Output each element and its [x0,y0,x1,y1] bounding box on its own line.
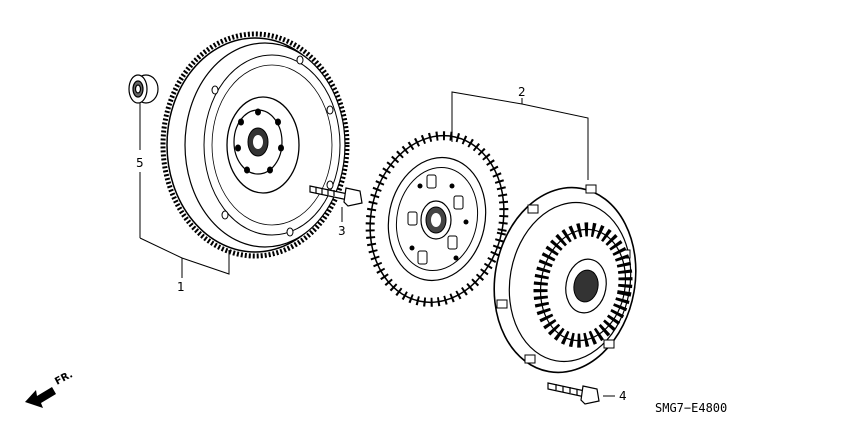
diagram-code: SMG7−E4800 [655,401,727,415]
front-direction-arrow-icon: FR. [25,369,75,408]
clutch-disc-icon [365,131,509,307]
pressure-plate-bolt-icon [547,382,600,405]
callout-part-3: 3 [338,224,346,238]
flywheel-bolt-icon [309,185,363,207]
pilot-bearing-icon [128,74,159,104]
callout-part-1: 1 [177,280,185,294]
flywheel-icon [160,31,350,259]
callout-part-5: 5 [136,156,144,170]
leader-lines [139,91,615,397]
callout-part-2: 2 [518,85,526,99]
front-direction-label: FR. [53,369,75,387]
pressure-plate-icon [493,184,637,374]
callout-part-4: 4 [619,389,627,403]
